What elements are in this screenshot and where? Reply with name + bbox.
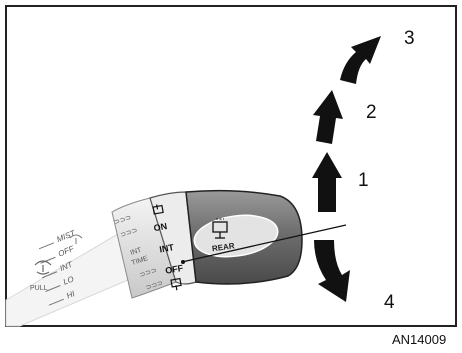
arrow-4-down bbox=[314, 240, 350, 302]
front-washer-icon bbox=[35, 261, 51, 274]
arrow-1-up bbox=[312, 152, 342, 212]
callout-2: 2 bbox=[366, 102, 377, 123]
callout-1: 1 bbox=[358, 170, 369, 191]
stalk-mist-label: MIST bbox=[55, 228, 77, 244]
figure-code: AN14009 bbox=[392, 332, 446, 347]
arrow-3-up bbox=[340, 36, 381, 84]
callout-4: 4 bbox=[384, 292, 395, 313]
arrow-2-up bbox=[313, 90, 343, 144]
rear-wiper-knob: REAR bbox=[186, 191, 302, 284]
callout-3: 3 bbox=[404, 28, 415, 49]
stalk-pull-label: PULL bbox=[30, 285, 48, 292]
stalk-off-label: OFF bbox=[57, 244, 76, 259]
